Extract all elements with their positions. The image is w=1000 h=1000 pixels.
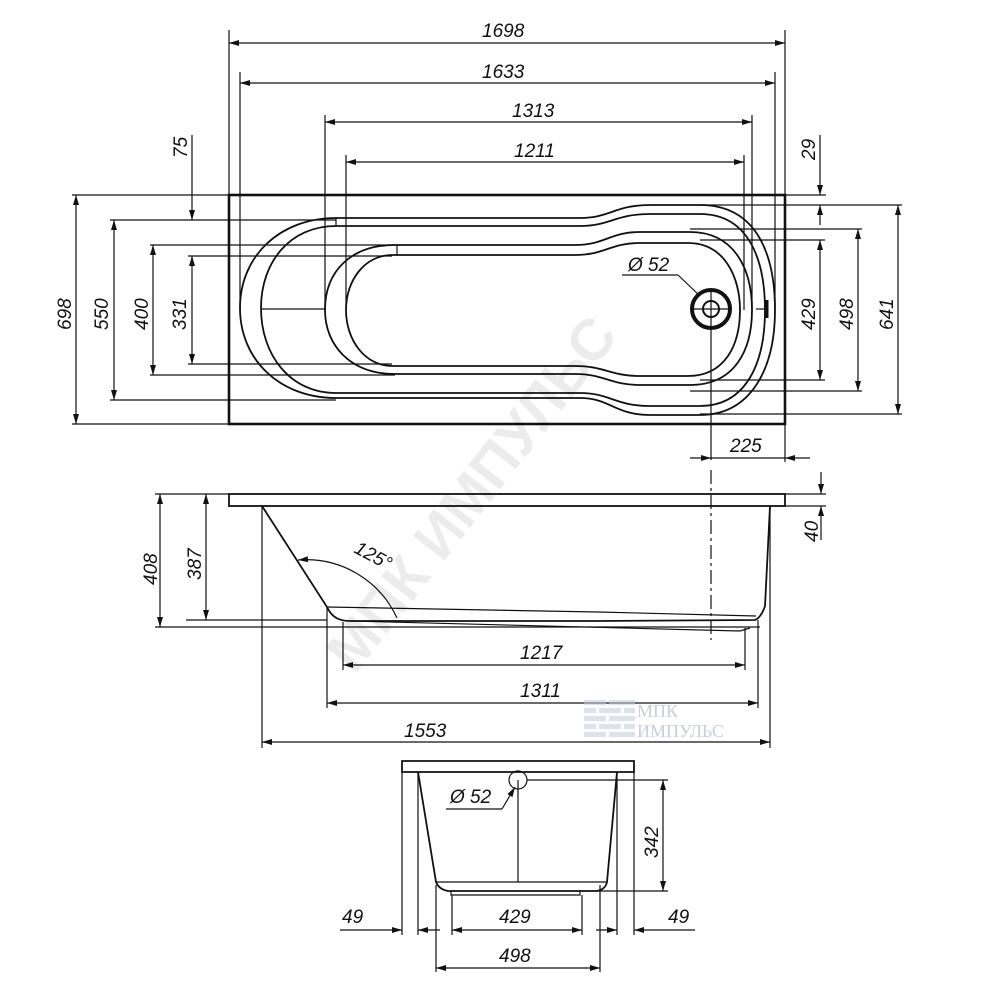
end-body-outline [417,771,618,892]
dim-basin-inner-width: 1211 [514,141,555,162]
rim-thickness-dimension [785,472,826,540]
dim-overall-height: 408 [141,553,162,585]
end-width-dimensions [340,772,695,972]
side-rim [228,493,786,507]
dim-basin-outer-width: 1313 [512,101,555,122]
dim-bottom-flat-length: 1217 [520,643,564,664]
dim-drain-offset: 225 [729,436,762,457]
dim-body-length: 1553 [404,721,447,742]
plan-basin-inner-contour [345,242,741,377]
end-overflow-diameter-label: Ø 52 [449,787,492,808]
dim-right-basin-inner: 429 [799,298,820,330]
dim-end-right-offset: 49 [668,907,690,928]
drain-diameter-label: Ø 52 [627,255,670,276]
end-rim [401,760,635,773]
drain-offset-dimension [690,424,810,462]
backrest-angle-arc [297,556,398,619]
dim-end-bottom-inner: 429 [499,907,531,928]
plan-right-height-dimensions [690,135,902,415]
dim-rim-width: 1633 [482,62,525,83]
end-view: Ø 52 342 49 429 49 498 [340,760,695,972]
side-bottom-line [326,606,757,617]
end-bottom-skirt [450,891,581,896]
dim-end-bottom-outer: 498 [499,946,531,967]
dim-right-basin-outer: 498 [837,298,858,330]
side-bottom-skirt [349,620,751,632]
plan-view: Ø 52 1698 1633 1313 1211 [55,21,902,462]
dim-rim-depth: 550 [92,298,113,330]
dim-right-rim-outer: 641 [877,298,898,330]
impuls-logo: МПК ИМПУЛЬС [584,700,724,741]
brick-logo-icon [584,700,635,737]
logo-line-1: МПК [637,701,679,721]
logo-line-2: ИМПУЛЬС [637,721,724,741]
dim-bottom-length: 1311 [520,681,561,702]
side-height-dimensions [155,493,760,628]
drain-symbol [622,274,769,460]
dim-basin-depth: 387 [185,547,206,580]
dim-basin-inner-depth: 331 [170,298,191,330]
dim-top-offset-right: 29 [799,138,820,161]
dim-basin-outer-depth: 400 [132,298,153,330]
dim-overall-depth: 698 [55,298,76,330]
dim-overall-width: 1698 [482,21,525,42]
dim-top-offset-left: 75 [171,136,192,158]
plan-left-height-dimensions [72,135,395,425]
end-overflow-height-dimension [527,779,668,892]
dim-rim-thickness: 40 [802,520,823,542]
plan-width-dimensions [228,30,786,310]
side-length-dimensions [261,506,771,748]
plan-basin-outer-contour [324,231,753,386]
end-leader-arrow [501,786,516,810]
side-body-outline [261,505,771,622]
dim-overflow-height: 342 [642,826,663,858]
plan-outer-outline [227,193,787,426]
plan-rim-inner-contour [260,213,766,407]
dim-end-left-offset: 49 [342,907,364,928]
